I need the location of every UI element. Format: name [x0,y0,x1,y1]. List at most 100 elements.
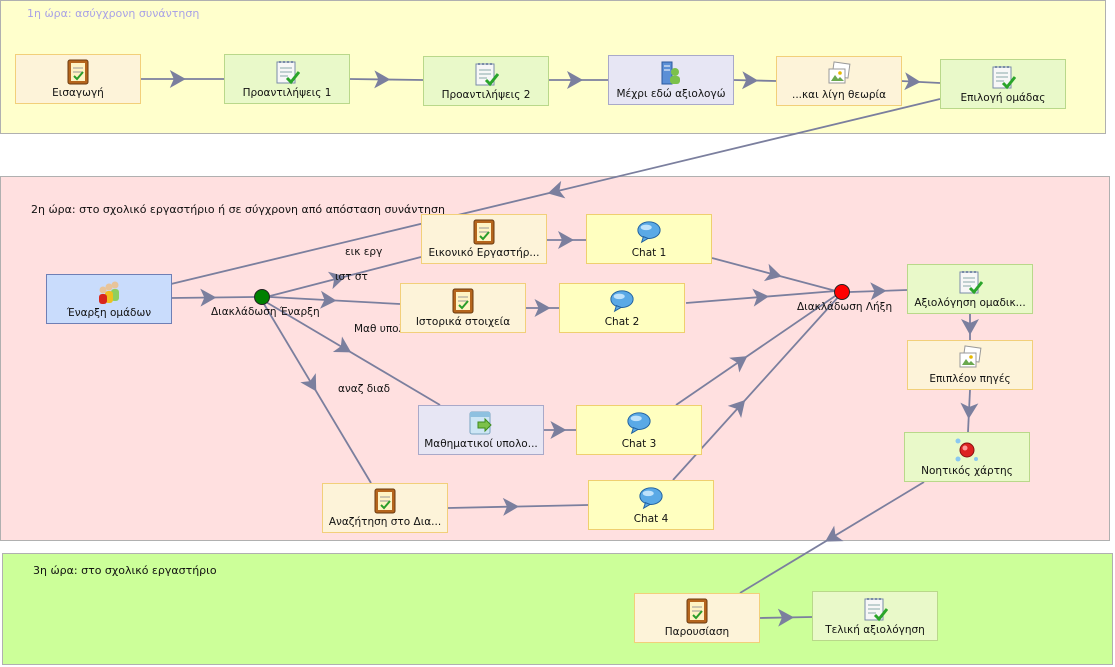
arrow-head [327,271,346,290]
arrow-head [727,400,746,418]
checklist-icon [473,61,499,87]
node-math-calculators[interactable]: Μαθηματικοί υπολο... [418,405,544,455]
chat-bubble-icon [638,485,664,511]
node-label: Νοητικός χάρτης [921,465,1013,477]
node-label: Έναρξη ομάδων [66,307,152,319]
node-label: Chat 2 [604,316,640,328]
arrow-head [825,525,844,542]
arrow-head [547,180,566,199]
arrow-head [752,288,769,307]
arrow-head [200,288,217,307]
node-groups-start[interactable]: Έναρξη ομάδων [46,274,172,324]
node-label: Μαθηματικοί υπολο... [424,438,538,450]
edge-line [265,301,441,406]
edge-label: αναζ διαδ [338,383,391,395]
edge-label: Μαθ υπολ [354,323,405,335]
group-people-icon [96,279,122,305]
node-label: Chat 3 [621,438,657,450]
arrow-head [558,231,574,249]
edge-line [675,293,839,406]
node-chat-1[interactable]: Chat 1 [586,214,712,264]
chat-bubble-icon [626,410,652,436]
checklist-icon [862,596,888,622]
zone-hour-1: 1η ώρα: ασύγχρονη συνάντηση [0,0,1106,134]
node-label: Μέχρι εδώ αξιολογώ [616,88,726,100]
node-label: Εικονικό Εργαστήρ... [428,247,540,259]
node-group-evaluation[interactable]: Αξιολόγηση ομαδικ... [907,264,1033,314]
arrow-head [961,319,979,335]
node-label: Επιπλέον πηγές [929,373,1011,385]
notebook-icon [372,488,398,514]
notebook-icon [684,598,710,624]
arrow-head [960,402,979,419]
arrow-head [567,71,583,89]
node-preconceptions-1[interactable]: Προαντιλήψεις 1 [224,54,350,104]
node-virtual-lab[interactable]: Εικονικό Εργαστήρ... [421,214,547,264]
arrow-head [741,71,759,90]
zone-title: 3η ώρα: στο σχολικό εργαστήριο [33,564,217,577]
node-extra-sources[interactable]: Επιπλέον πηγές [907,340,1033,390]
node-final-evaluation[interactable]: Τελική αξιολόγηση [812,591,938,641]
arrow-head [169,70,186,88]
notebook-icon [450,288,476,314]
node-label: Chat 4 [633,513,669,525]
node-label: ...και λίγη θεωρία [791,89,887,101]
node-preconceptions-2[interactable]: Προαντιλήψεις 2 [423,56,549,106]
node-label: Αξιολόγηση ομαδικ... [914,297,1026,309]
node-label: Προαντιλήψεις 2 [441,89,531,101]
arrow-head [502,497,519,516]
node-eval-so-far[interactable]: Μέχρι εδώ αξιολογώ [608,55,734,105]
node-label: Τελική αξιολόγηση [825,624,925,636]
notebook-icon [471,219,497,245]
tool-arrow-icon [468,410,494,436]
notebook-icon [65,59,91,85]
checklist-icon [274,59,300,85]
checklist-icon [957,269,983,295]
gate-split-label: Διακλάδωση Έναρξη [211,306,320,318]
arrow-head [777,608,794,627]
node-label: Chat 1 [631,247,667,259]
arrow-head [870,282,887,301]
node-chat-2[interactable]: Chat 2 [559,283,685,333]
node-label: Επιλογή ομάδας [960,92,1046,104]
node-intro[interactable]: Εισαγωγή [15,54,141,104]
node-label: Αναζήτηση στο Δια... [328,516,442,528]
arrow-head [332,336,352,353]
chat-bubble-icon [636,219,662,245]
node-label: Παρουσίαση [664,626,730,638]
arrow-head [374,70,391,89]
arrow-head [300,373,317,392]
arrow-head [534,299,551,317]
mindmap-icon [954,437,980,463]
node-label: Ιστορικά στοιχεία [415,316,511,328]
node-presentation[interactable]: Παρουσίαση [634,593,760,643]
node-mind-map[interactable]: Νοητικός χάρτης [904,432,1030,482]
chat-bubble-icon [609,288,635,314]
people-book-icon [658,60,684,86]
edge-label: εικ εργ [345,246,383,258]
edge-line [263,303,372,484]
node-historical-data[interactable]: Ιστορικά στοιχεία [400,283,526,333]
gate-join[interactable] [834,284,850,300]
node-chat-3[interactable]: Chat 3 [576,405,702,455]
node-label: Εισαγωγή [52,87,104,99]
arrow-head [550,421,567,439]
node-theory[interactable]: ...και λίγη θεωρία [776,56,902,106]
edge-label: ιστ στ [335,271,368,283]
images-icon [826,61,852,87]
zone-title: 2η ώρα: στο σχολικό εργαστήριο ή σε σύγχ… [31,203,445,216]
node-chat-4[interactable]: Chat 4 [588,480,714,530]
arrow-head [904,72,921,91]
checklist-icon [990,64,1016,90]
arrow-head [729,356,748,373]
images-icon [957,345,983,371]
gate-split[interactable] [254,289,270,305]
node-group-choice[interactable]: Επιλογή ομάδας [940,59,1066,109]
node-internet-search[interactable]: Αναζήτηση στο Δια... [322,483,448,533]
arrow-head [320,290,337,309]
arrow-head [763,263,782,282]
node-label: Προαντιλήψεις 1 [242,87,332,99]
gate-join-label: Διακλάδωση Λήξη [797,301,893,313]
zone-title: 1η ώρα: ασύγχρονη συνάντηση [27,7,200,20]
